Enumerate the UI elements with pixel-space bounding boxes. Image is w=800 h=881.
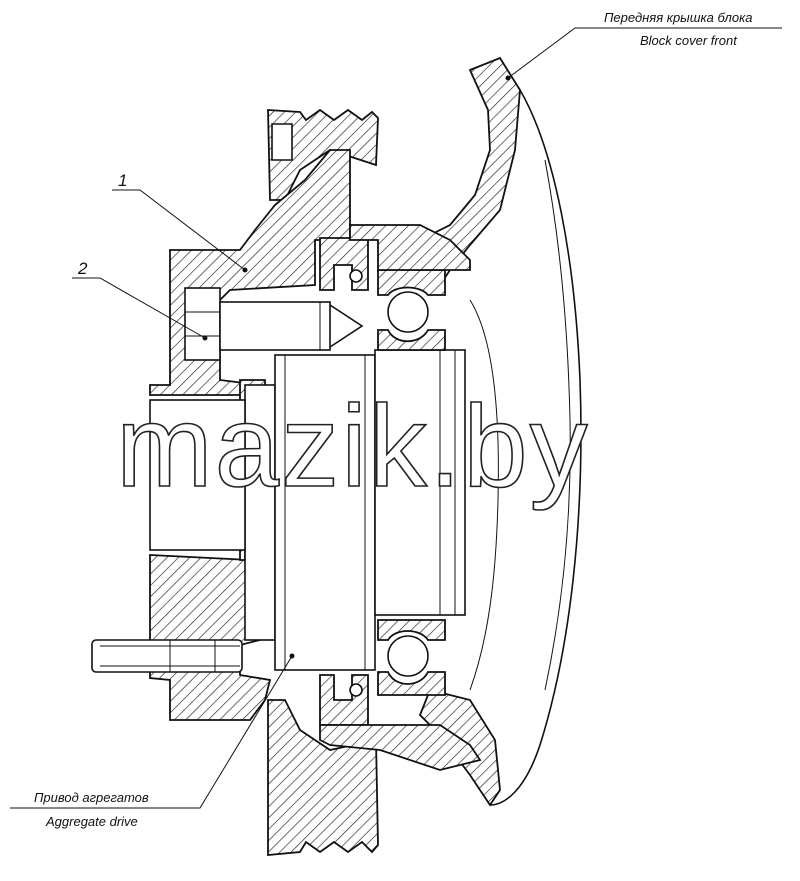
leader-lines bbox=[10, 27, 782, 809]
block-cover-label-en: Block cover front bbox=[640, 33, 738, 48]
lower-bearing bbox=[377, 619, 446, 696]
upper-bearing bbox=[377, 269, 446, 351]
part-number-2: 2 bbox=[77, 259, 88, 278]
pulley bbox=[267, 108, 379, 856]
stud bbox=[91, 639, 243, 673]
upper-seal bbox=[319, 237, 369, 291]
bearing-ball bbox=[387, 635, 429, 677]
block-cover-label-ru: Передняя крышка блока bbox=[604, 10, 752, 25]
bolt bbox=[184, 287, 364, 361]
seal-housing bbox=[319, 224, 482, 771]
watermark-text: mazik.by bbox=[116, 381, 590, 511]
part-number-1: 1 bbox=[118, 171, 127, 190]
bearing-ball bbox=[387, 291, 429, 333]
drive-shaft bbox=[149, 349, 466, 671]
aggregate-drive-label-en: Aggregate drive bbox=[45, 814, 138, 829]
lower-seal bbox=[319, 674, 369, 726]
aggregate-drive-label-ru: Привод агрегатов bbox=[34, 790, 149, 805]
